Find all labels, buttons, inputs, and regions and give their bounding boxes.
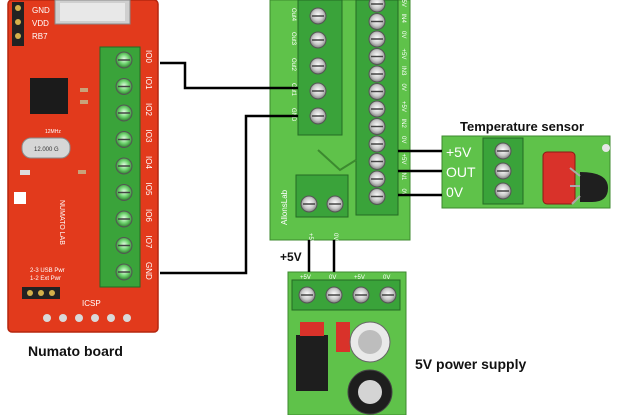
relay-out-label: Out2	[290, 58, 296, 72]
relay-bottom-screws	[300, 195, 344, 213]
relay-bottom-label-0v: 0V	[332, 233, 338, 240]
relay-bottom-label-5v: +5V	[307, 233, 313, 244]
temperature-sensor-chip	[580, 172, 608, 202]
icsp-label: ICSP	[82, 299, 101, 308]
relay-out-label: Out1	[290, 83, 296, 97]
numato-board-label: Numato board	[28, 343, 123, 359]
jumper-text-1: 2-3 USB Pwr	[30, 268, 65, 274]
sensor-pin-5v: +5V	[446, 144, 472, 160]
relay-in-label: 0V	[400, 84, 406, 91]
temperature-sensor-label: Temperature sensor	[460, 119, 585, 134]
psu-screws	[298, 286, 397, 304]
crystal	[21, 137, 71, 159]
icsp-pads	[43, 314, 131, 322]
relay-in-screw	[368, 0, 386, 13]
relay-in-labels: +5V IN4 0V +5V IN3 0V +5V IN2 0V +5V IN1 0V	[400, 0, 406, 196]
voltage-regulator	[296, 335, 328, 391]
relay-out-label: Out3	[290, 32, 296, 46]
relay-in-label: +5V	[400, 101, 406, 112]
sensor-pin-0v: 0V	[446, 184, 464, 200]
wire-gnd-to-relay-gnd	[160, 114, 298, 275]
power-supply-label: 5V power supply	[415, 356, 527, 372]
io-label: IO7	[144, 236, 153, 249]
red-capacitor	[542, 151, 576, 205]
header-label-rb7: RB7	[32, 32, 48, 41]
io-screws	[115, 51, 133, 281]
psu-pin-1: +5V	[300, 275, 311, 281]
power-supply-board: +5V 0V +5V 0V	[287, 271, 407, 415]
numato-board: GND VDD RB7 12MHz 12.000 G NUMATO LAB 2-…	[7, 0, 159, 333]
relay-out-screws	[309, 7, 327, 125]
io-label: IO0	[144, 50, 153, 63]
temperature-sensor-board: +5V OUT 0V	[441, 135, 611, 209]
io-label: IO1	[144, 77, 153, 90]
crystal-label: 12.000 G	[34, 147, 59, 153]
io-label: IO6	[144, 209, 153, 222]
relay-in-label: 0V	[400, 136, 406, 143]
psu-pin-2: 0V	[329, 275, 336, 281]
psu-pin-3: +5V	[354, 275, 365, 281]
relay-in-screws	[368, 0, 386, 205]
io-label: IO4	[144, 156, 153, 169]
relay-in-label: IN1	[400, 171, 406, 181]
microcontroller-chip	[30, 78, 68, 114]
relay-in-label: IN2	[400, 119, 406, 129]
jumper-text-2: 1-2 Ext Pwr	[30, 276, 61, 282]
relay-in-label: +5V	[400, 154, 406, 165]
relay-in-label: IN3	[400, 66, 406, 76]
relay-in-label: +5V	[400, 0, 406, 7]
relay-in-label: +5V	[400, 49, 406, 60]
relay-in-label: IN4	[400, 14, 406, 24]
relay-brand: AllonsLab	[280, 189, 289, 225]
header-pins	[12, 2, 24, 46]
wires	[160, 61, 442, 275]
wire-io0-to-out1	[160, 61, 298, 90]
sensor-screws	[494, 142, 512, 200]
relay-in-label: 0V	[400, 189, 406, 196]
header-label-gnd: GND	[32, 6, 50, 15]
psu-pin-4: 0V	[383, 275, 390, 281]
sensor-pin-out: OUT	[446, 164, 476, 180]
relay-out-label: Out4	[290, 8, 296, 22]
clock-label: 12MHz	[45, 129, 61, 135]
header-label-vdd: VDD	[32, 19, 49, 28]
relay-in-label: 0V	[400, 31, 406, 38]
numato-brand: NUMATO LAB	[58, 200, 65, 245]
io-label: IO3	[144, 130, 153, 143]
io-label: GND	[144, 262, 153, 280]
plus-5v-label: +5V	[280, 250, 302, 264]
io-label: IO5	[144, 183, 153, 196]
io-label: IO2	[144, 103, 153, 116]
